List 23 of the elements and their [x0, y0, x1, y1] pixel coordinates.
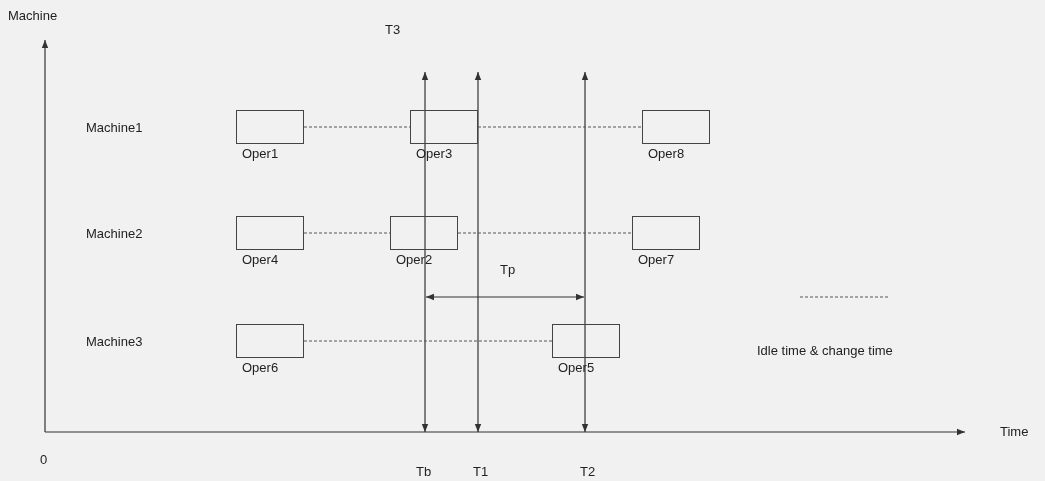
operation-label: Oper3 — [416, 146, 453, 161]
time-label: Tp — [500, 262, 516, 277]
origin-label: 0 — [40, 452, 48, 467]
operation-label: Oper4 — [242, 252, 279, 267]
idle-time-line — [303, 126, 411, 128]
axis-label: Time — [1000, 424, 1029, 439]
idle-time-line — [457, 232, 633, 234]
row-label: Machine3 — [86, 334, 143, 349]
time-label: T3 — [385, 22, 401, 37]
operation-label: Oper6 — [242, 360, 279, 375]
time-label: T1 — [473, 464, 489, 479]
idle-time-line — [303, 232, 391, 234]
idle-time-line — [477, 126, 643, 128]
operation-label: Oper7 — [638, 252, 675, 267]
operation-label: Oper1 — [242, 146, 279, 161]
legend-label: Idle time & change time — [757, 343, 893, 358]
axis-label: Machine — [8, 8, 58, 23]
row-label: Machine1 — [86, 120, 143, 135]
time-label: Tb — [416, 464, 432, 479]
operation-label: Oper8 — [648, 146, 685, 161]
row-label: Machine2 — [86, 226, 143, 241]
idle-time-line — [303, 340, 553, 342]
time-label: T2 — [580, 464, 596, 479]
